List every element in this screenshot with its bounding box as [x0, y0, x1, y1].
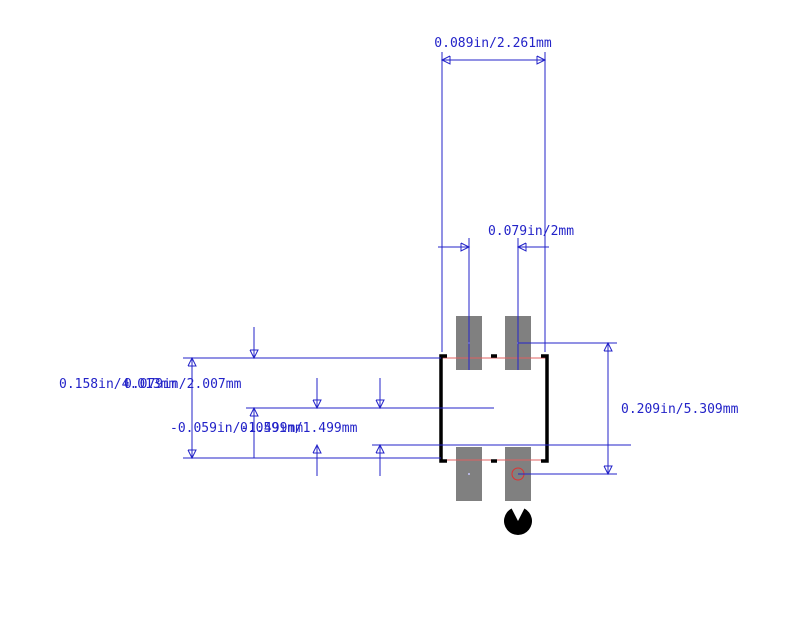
- label-left-b: 0.079in/2.007mm: [124, 377, 242, 392]
- dimension-left-set: [183, 327, 631, 476]
- dimension-body-height: [518, 341, 617, 476]
- label-pad-pitch: 0.079in/2mm: [488, 224, 574, 239]
- silk-bracket-right: [541, 354, 549, 463]
- dimension-pad-pitch: [438, 238, 549, 370]
- dimension-overall-width: [440, 52, 547, 352]
- pacman-orientation-icon: [503, 508, 532, 535]
- label-overall-width: 0.089in/2.261mm: [434, 36, 552, 51]
- label-offset-b: 0.059in/1.499mm: [240, 421, 358, 436]
- label-left-a: 0.158in/4.013mm: [59, 377, 177, 392]
- label-body-height: 0.209in/5.309mm: [621, 402, 739, 417]
- label-offset-a: -0.059in/-1.499mm: [170, 421, 303, 436]
